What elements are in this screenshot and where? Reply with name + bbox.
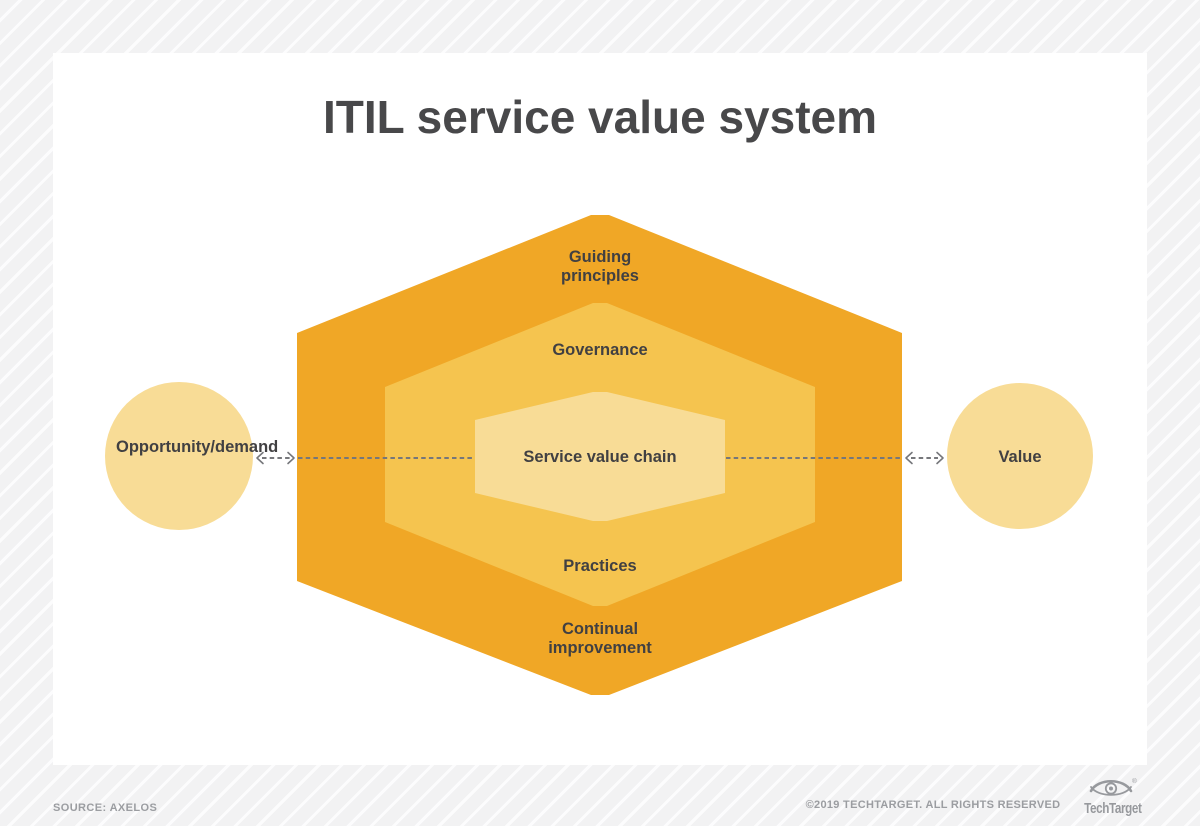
opportunity-demand-circle — [105, 382, 253, 530]
arrowhead-left-outer-icon — [256, 451, 264, 465]
techtarget-logo: ® TechTarget — [1076, 775, 1150, 816]
source-credit: SOURCE: AXELOS — [53, 802, 158, 814]
service-value-chain-label: Service value chain — [523, 448, 677, 466]
copyright-text: ©2019 TECHTARGET. ALL RIGHTS RESERVED — [805, 799, 1061, 811]
governance-label: Governance — [552, 341, 648, 359]
techtarget-wordmark: TechTarget — [1084, 800, 1142, 817]
arrowhead-left-inner-icon — [287, 451, 295, 465]
inner-hexagon — [475, 392, 725, 521]
registered-mark: ® — [1132, 777, 1137, 785]
arrowhead-right-inner-icon — [905, 451, 913, 465]
continual-improvement-label: Continual improvement — [548, 620, 652, 657]
techtarget-eye-icon: ® — [1089, 777, 1137, 796]
opportunity-demand-label: Opportunity/demand — [116, 438, 279, 456]
value-circle — [947, 383, 1093, 529]
value-label: Value — [998, 448, 1042, 466]
footer-brand-block: ©2019 TECHTARGET. ALL RIGHTS RESERVED ® … — [806, 775, 1150, 816]
guiding-principles-label: Guiding principles — [561, 248, 639, 285]
practices-label: Practices — [563, 557, 637, 575]
page-title: ITIL service value system — [322, 91, 878, 143]
arrowhead-right-outer-icon — [936, 451, 944, 465]
